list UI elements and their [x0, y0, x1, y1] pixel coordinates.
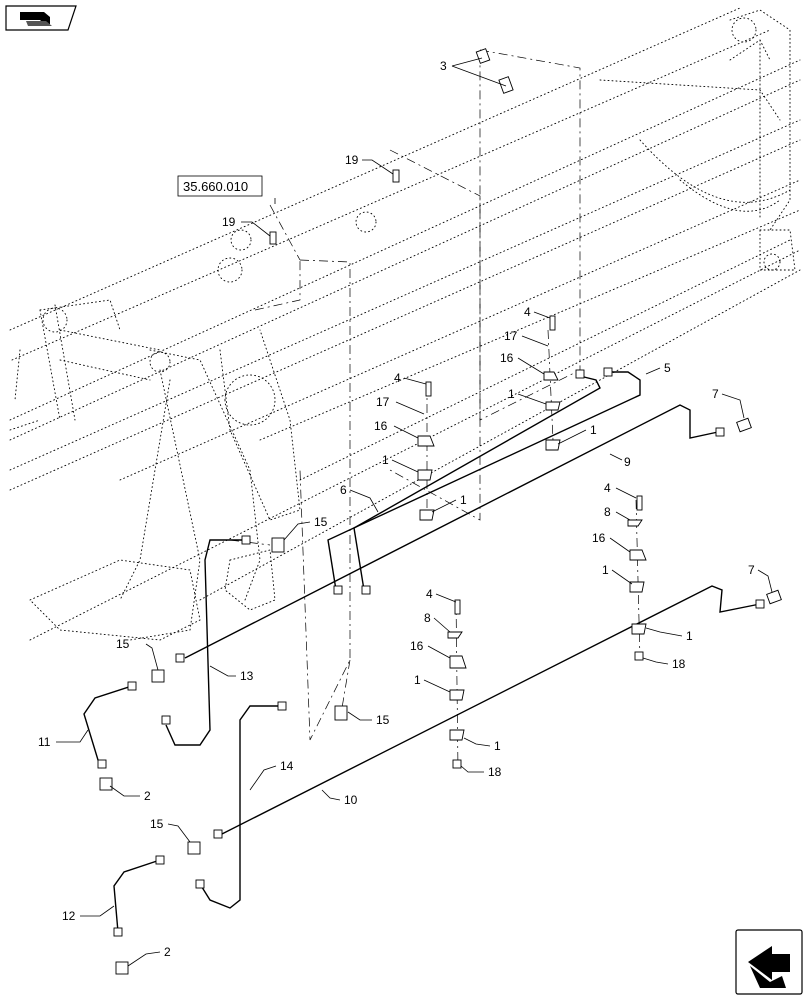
- callout: 1: [414, 673, 421, 687]
- next-page-arrow-icon[interactable]: [735, 929, 803, 995]
- callout: 15: [116, 637, 130, 651]
- callout: 17: [376, 395, 390, 409]
- callout: 13: [240, 669, 254, 683]
- callout: 4: [604, 481, 611, 495]
- reference-label: 35.660.010: [183, 179, 248, 194]
- callout: 7: [712, 387, 719, 401]
- leader-lines: [56, 57, 773, 967]
- callout: 16: [500, 351, 514, 365]
- fittings: [97, 48, 782, 975]
- callout: 8: [424, 611, 431, 625]
- machine-frame: [9, 7, 801, 641]
- callout: 15: [150, 817, 164, 831]
- callout: 16: [374, 419, 388, 433]
- callout: 1: [494, 739, 501, 753]
- callout: 19: [345, 153, 359, 167]
- callout: 12: [62, 909, 76, 923]
- callout: 2: [144, 789, 151, 803]
- callout: 5: [664, 361, 671, 375]
- callout: 16: [410, 639, 424, 653]
- callout: 1: [382, 453, 389, 467]
- callout: 19: [222, 215, 236, 229]
- book-icon[interactable]: [5, 5, 77, 31]
- callout: 16: [592, 531, 606, 545]
- callout: 10: [344, 793, 358, 807]
- callout: 4: [426, 587, 433, 601]
- reference-box[interactable]: 35.660.010: [177, 175, 263, 197]
- callout-labels: 3 19 19 4 17 16 1 1 5 7 4 17 16 1 1 9 6 …: [38, 59, 755, 959]
- callout: 1: [508, 387, 515, 401]
- callout: 8: [604, 505, 611, 519]
- callout: 17: [504, 329, 518, 343]
- callout: 7: [748, 563, 755, 577]
- callout: 15: [376, 713, 390, 727]
- callout: 9: [624, 455, 631, 469]
- callout: 15: [314, 515, 328, 529]
- callout: 1: [590, 423, 597, 437]
- callout: 1: [602, 563, 609, 577]
- callout: 1: [686, 629, 693, 643]
- callout: 4: [394, 371, 401, 385]
- callout: 6: [340, 483, 347, 497]
- callout: 18: [488, 765, 502, 779]
- callout: 1: [460, 493, 467, 507]
- assembly-guide-lines: [229, 49, 641, 771]
- callout: 14: [280, 759, 294, 773]
- callout: 3: [440, 59, 447, 73]
- callout: 4: [524, 305, 531, 319]
- callout: 18: [672, 657, 686, 671]
- callout: 11: [38, 735, 51, 749]
- callout: 2: [164, 945, 171, 959]
